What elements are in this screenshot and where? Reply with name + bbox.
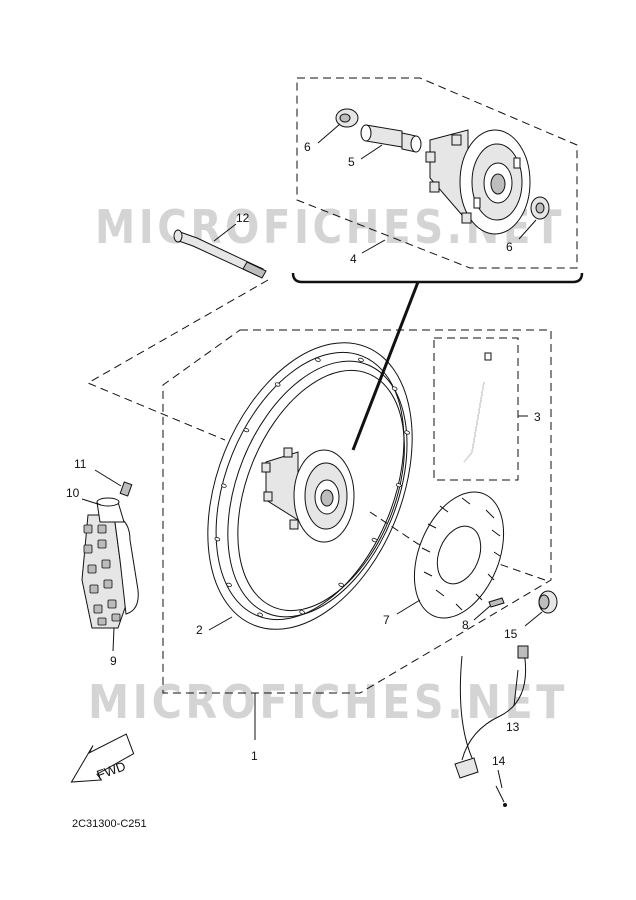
disc-bolt-part	[488, 597, 505, 608]
callout-7: 7	[383, 613, 390, 627]
callout-12: 12	[236, 211, 250, 225]
callout-9: 9	[110, 654, 117, 668]
callout-1: 1	[251, 749, 258, 763]
sensor-screw-part	[495, 785, 507, 807]
bearing-left-part	[335, 108, 359, 128]
valve-part	[119, 481, 133, 497]
hub-assembly-inset	[291, 77, 584, 451]
callout-8: 8	[462, 618, 469, 632]
callout-2: 2	[196, 623, 203, 637]
axle-part	[173, 229, 267, 279]
callout-6-left: 6	[304, 140, 311, 154]
brake-disc-part	[413, 491, 505, 619]
wheel-rim-part	[207, 342, 413, 630]
side-collar-part	[538, 590, 558, 614]
callout-10: 10	[66, 486, 80, 500]
callout-11: 11	[74, 457, 87, 471]
callout-15: 15	[504, 627, 518, 641]
callout-3: 3	[534, 410, 541, 424]
bearing-right-part	[530, 196, 550, 220]
callout-6-right: 6	[506, 240, 513, 254]
hub-body-part	[425, 129, 531, 235]
wheel-hub-part	[261, 447, 355, 543]
callout-5: 5	[348, 155, 355, 169]
callout-14: 14	[492, 754, 506, 768]
wheel-assembly-box	[162, 329, 552, 694]
speed-sensor-part	[454, 645, 529, 779]
spoke-kit-part	[433, 337, 528, 481]
callout-4: 4	[350, 252, 357, 266]
forward-direction-arrow: FWD	[70, 733, 135, 783]
diagram-code: 2C31300-C251	[72, 818, 147, 830]
inner-tube-part	[96, 497, 125, 523]
axle-collar-part	[360, 124, 422, 153]
tire-part	[81, 514, 139, 629]
watermark-bottom: MICROFICHES.NET	[88, 675, 568, 729]
callout-13: 13	[506, 720, 520, 734]
